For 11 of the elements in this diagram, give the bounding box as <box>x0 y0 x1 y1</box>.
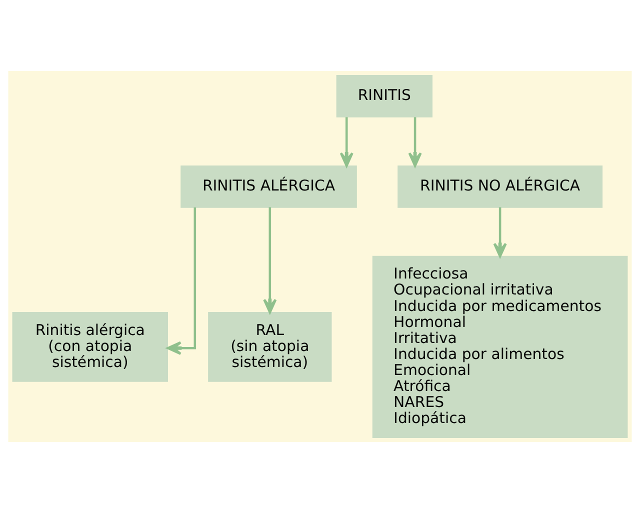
node-box: RAL (sin atopia sistémica) <box>208 312 332 382</box>
arrow <box>263 207 277 314</box>
node-box: Infecciosa Ocupacional irritativa Inducida por medicamentos Hormonal Irritativa Inducida por alimentos Emocional Atrófica NARES Idiopática <box>372 256 628 438</box>
node-box: RINITIS NO ALÉRGICA <box>398 165 603 208</box>
node-box: Rinitis alérgica (con atopia sistémica) <box>12 312 168 382</box>
arrow <box>493 207 507 258</box>
arrow <box>408 117 422 167</box>
node-box: RINITIS <box>336 75 432 118</box>
arrow <box>166 207 196 355</box>
arrow <box>340 117 354 167</box>
node-box: RINITIS ALÉRGICA <box>180 165 357 208</box>
